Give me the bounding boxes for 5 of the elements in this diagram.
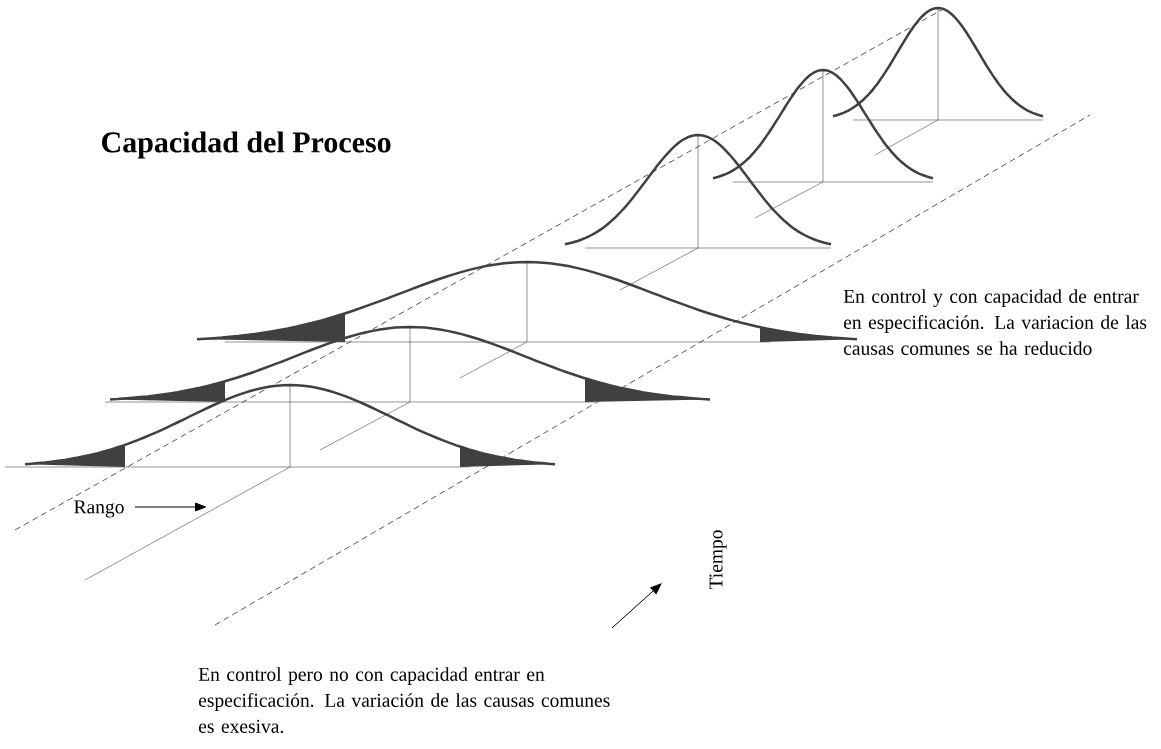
axis-label: Rango [74,500,124,518]
title: Capacidad del Proceso [102,131,391,159]
axis-label: Tiempo [709,530,727,590]
note: En control y con capacidad de entrar en especificación. La variacion de las causas comunes se ha reducido [843,289,1147,355]
note: En control pero no con capacidad entrar en especificación. La variación de las causas comunes es exesiva. [198,667,610,733]
